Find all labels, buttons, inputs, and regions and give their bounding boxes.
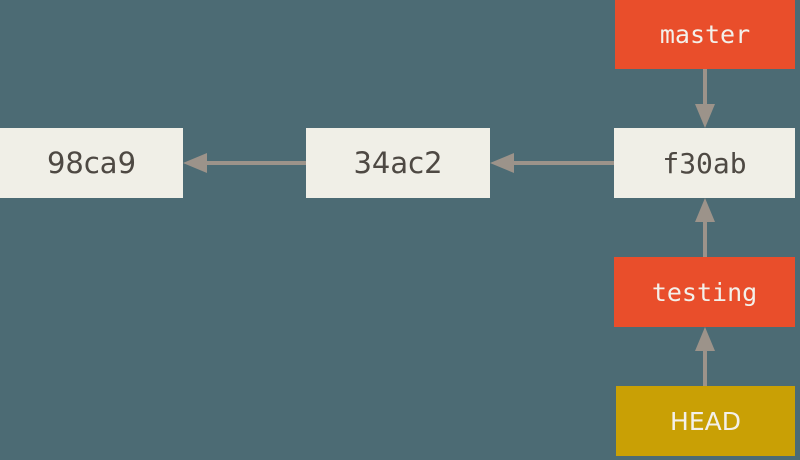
head-name: HEAD: [670, 406, 741, 436]
arrow-line-testing-to-f30ab: [703, 220, 707, 257]
commit-hash-label: 34ac2: [353, 146, 443, 180]
commit-node-34ac2: 34ac2: [306, 128, 490, 198]
arrow-head-left-icon: [183, 153, 207, 173]
arrow-line-34ac2-to-98ca9: [206, 161, 306, 165]
commit-hash-label: f30ab: [662, 146, 747, 180]
arrow-head-up-icon: [695, 198, 715, 222]
commit-node-98ca9: 98ca9: [0, 128, 183, 198]
arrow-line-head-to-testing: [703, 349, 707, 386]
arrow-line-master-to-f30ab: [703, 69, 707, 107]
arrow-head-up-icon: [695, 327, 715, 351]
arrow-head-left-icon: [490, 153, 514, 173]
arrow-line-f30ab-to-34ac2: [513, 161, 614, 165]
arrow-head-down-icon: [695, 104, 715, 128]
branch-label-testing: testing: [614, 257, 795, 327]
commit-node-f30ab: f30ab: [614, 128, 795, 198]
head-label: HEAD: [616, 386, 795, 456]
commit-hash-label: 98ca9: [46, 146, 137, 180]
branch-label-master: master: [615, 0, 795, 69]
branch-name: master: [659, 20, 751, 49]
branch-name: testing: [651, 277, 758, 307]
